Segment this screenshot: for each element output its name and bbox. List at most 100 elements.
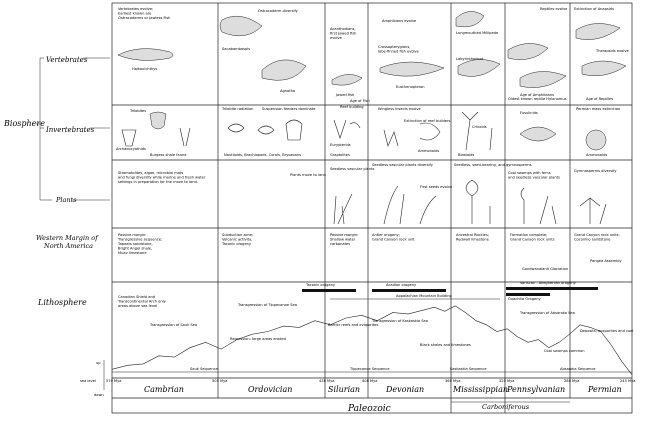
eurypterid-sketch [333, 119, 361, 139]
sequence-absaroka: Absaroka Sequence [560, 367, 596, 371]
margin-note-silurian: Passive margin: Shallow water carbonates [330, 233, 359, 246]
lith-ord-2: Regression: large areas eroded [230, 337, 286, 341]
sea-level-curve [111, 305, 633, 375]
row-connector-lines [72, 57, 110, 201]
miss-amphibian-sketch-2 [457, 59, 501, 77]
plant-note-ordovician: Plants move to land [290, 173, 326, 177]
vert-note-devonian2: Crossopterygians, lobe-finned fish evolv… [378, 45, 420, 54]
period-silurian: Silurian [328, 385, 360, 394]
plant-note-perm: Gymnosperms diversify [574, 169, 617, 173]
archaeocyathid-sketch [121, 127, 191, 147]
lith-cambrian-2: Transgression of Sauk Sea [149, 323, 197, 327]
label-invertebrates: Invertebrates [45, 126, 95, 134]
invert-perm-1: Permian mass extinction [576, 107, 620, 111]
invert-sil-2: Eurypterids [330, 143, 351, 147]
invert-dev-3: Ammonoids [418, 149, 439, 153]
age-label: 570 Mya [106, 379, 121, 383]
plant-note-cambrian: Stromatolites, algae, microbial mats and… [118, 171, 206, 184]
plant-note-devonian2: First seeds evolve [420, 185, 453, 189]
plants-row: Stromatolites, algae, microbial mats and… [118, 163, 617, 225]
devonian-fish-sketch [379, 61, 445, 77]
margin-note-miss: Ancestral Rockies; Redwall limestone [456, 233, 490, 242]
variscan-bar [506, 287, 598, 290]
axis-sea-level: sea level [80, 379, 96, 383]
invert-cambrian-1: Trilobites [129, 109, 146, 113]
perm-reptile-sketch [575, 23, 621, 40]
perm-gymnosperm-sketch [579, 197, 607, 225]
axis-up: up [96, 361, 101, 365]
age-label: 408 Mya [362, 379, 377, 383]
silurian-fish-sketch [331, 74, 363, 86]
age-label: 438 Mya [319, 379, 334, 383]
margin-note-cambrian: Passive margin: Transgressive sequence; … [117, 233, 163, 255]
plant-note-devonian: Seedless vascular plants diversify [372, 163, 434, 167]
age-label: 505 Mya [212, 379, 227, 383]
ordovician-fish-2 [261, 59, 307, 81]
orogeny-bars: Taconic orogeny Acadian orogeny Appalach… [302, 281, 598, 301]
invert-sil-1: Reef building [340, 105, 364, 109]
ouachita-label: Ouachita Orogeny [508, 297, 542, 301]
label-margin-1: Western Margin of [36, 234, 99, 242]
lith-penn: Transgression of Absaroka Sea [519, 311, 575, 315]
margin-note-penn: Formation complete; Grand Canyon rock un… [510, 233, 555, 242]
period-cambrian: Cambrian [144, 385, 184, 394]
brachiopod-sketches [227, 119, 303, 141]
vert-fig-ord2: Agnatha [280, 89, 295, 93]
label-biosphere: Biosphere [3, 119, 45, 128]
lith-perm: Deposits; evaporites and coal [580, 329, 633, 333]
age-label: 245 Mya [620, 379, 635, 383]
miss-tree-sketch [465, 179, 491, 224]
acadian-label: Acadian orogeny [386, 283, 417, 287]
margin-note-ordovician: Subduction zone: Volcanic activity, Taco… [221, 233, 254, 246]
age-of-reptiles: Age of Reptiles [586, 97, 613, 101]
age-of-fish: Age of Fish [350, 99, 370, 103]
plant-note-silurian: Seedless vascular plants [330, 167, 375, 171]
axis-down: down [94, 393, 104, 397]
ordovician-fish-1 [219, 15, 263, 37]
label-margin-2: North America [43, 242, 93, 250]
period-labels: Cambrian Ordovician Silurian Devonian Mi… [144, 385, 622, 414]
sequence-tippecanoe: Tippecanoe Sequence [349, 367, 390, 371]
taconic-label: Taconic orogeny [305, 283, 336, 287]
vert-fig-devonian: Eusthenopteron [396, 85, 425, 89]
subera-carboniferous: Carboniferous [482, 403, 530, 411]
period-devonian: Devonian [385, 385, 424, 394]
label-vertebrates: Vertebrates [46, 56, 88, 64]
age-of-amphibians: Age of Amphibians [520, 93, 554, 97]
invert-penn-1: Fusulinids [520, 111, 538, 115]
biosphere-brace [36, 57, 52, 201]
appalachian-label: Appalachian Mountain Building [396, 294, 452, 298]
age-label: 360 Mya [445, 379, 460, 383]
miss-amphibian-sketch [455, 11, 485, 28]
lith-silurian: Barrier reefs and evaporites [328, 323, 379, 327]
invert-dev-2: Extinction of reef builders [404, 119, 450, 123]
label-lithosphere: Lithosphere [37, 298, 87, 307]
lith-ord-1: Transgression of Tippecanoe Sea [237, 303, 297, 307]
age-label: 286 Mya [564, 379, 579, 383]
vert-note-devonian: Amphibians evolve [382, 19, 417, 23]
pangea-label: Pangea Assembly [590, 259, 623, 263]
lith-cambrian-1: Canadian Shield and Transcontinental Arc… [117, 295, 167, 308]
acadian-bar [372, 289, 446, 292]
lith-perm-2: Coal swamps common [544, 349, 585, 353]
plant-note-miss: Seedless, seed-bearing, and gymnosperms [454, 163, 532, 167]
invert-miss-2: Blastoids [458, 153, 474, 157]
trilobite-sketch [149, 111, 167, 130]
invertebrate-row: Trilobites Archaeocyathids Burgess shale… [116, 105, 620, 157]
sequence-kaskaskia: Kaskaskia Sequence [450, 367, 487, 371]
vert-note-perm1: Extinction of Anapsids [574, 7, 614, 11]
ammonoid-sketch [585, 129, 607, 151]
coral-sketch [383, 122, 441, 147]
penn-fern-sketch [520, 187, 557, 225]
age-label: 320 Mya [499, 379, 514, 383]
vert-note-perm2: Therapsids evolve [595, 49, 629, 53]
penn-reptile-sketch-2 [519, 71, 567, 88]
row-labels: Vertebrates Biosphere Invertebrates Plan… [3, 56, 110, 307]
sea-level-chart: sea level up down Canadian Shield and Tr… [80, 295, 633, 397]
margin-note-devonian: Antler orogeny; Grand Canyon rock unit [372, 233, 415, 242]
variscan-label: Variscan - Alleghenian orogeny [520, 281, 577, 285]
margin-row: Passive margin: Transgressive sequence; … [117, 233, 623, 271]
grid [111, 2, 633, 414]
vertebrate-row: Vertebrates evolve; Earliest known are O… [117, 7, 629, 103]
